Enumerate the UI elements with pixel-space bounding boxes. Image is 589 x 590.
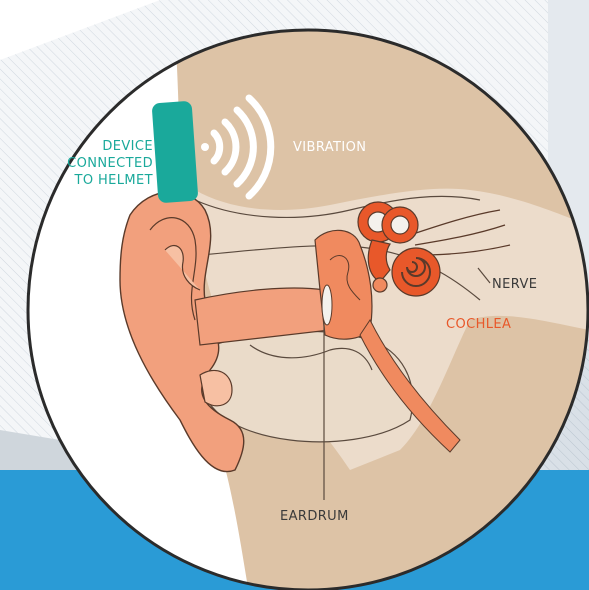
vibration-label: VIBRATION <box>293 140 366 155</box>
eardrum-membrane <box>322 285 332 325</box>
device-label-line3: TO HELMET <box>73 173 153 188</box>
nerve-label: NERVE <box>492 277 537 292</box>
bone-conduction-device <box>152 101 199 204</box>
cochlea-label: COCHLEA <box>446 317 511 332</box>
device-label-line1: DEVICE <box>102 139 153 154</box>
device-label-line2: CONNECTED <box>67 156 153 171</box>
eardrum-label: EARDRUM <box>280 509 349 524</box>
